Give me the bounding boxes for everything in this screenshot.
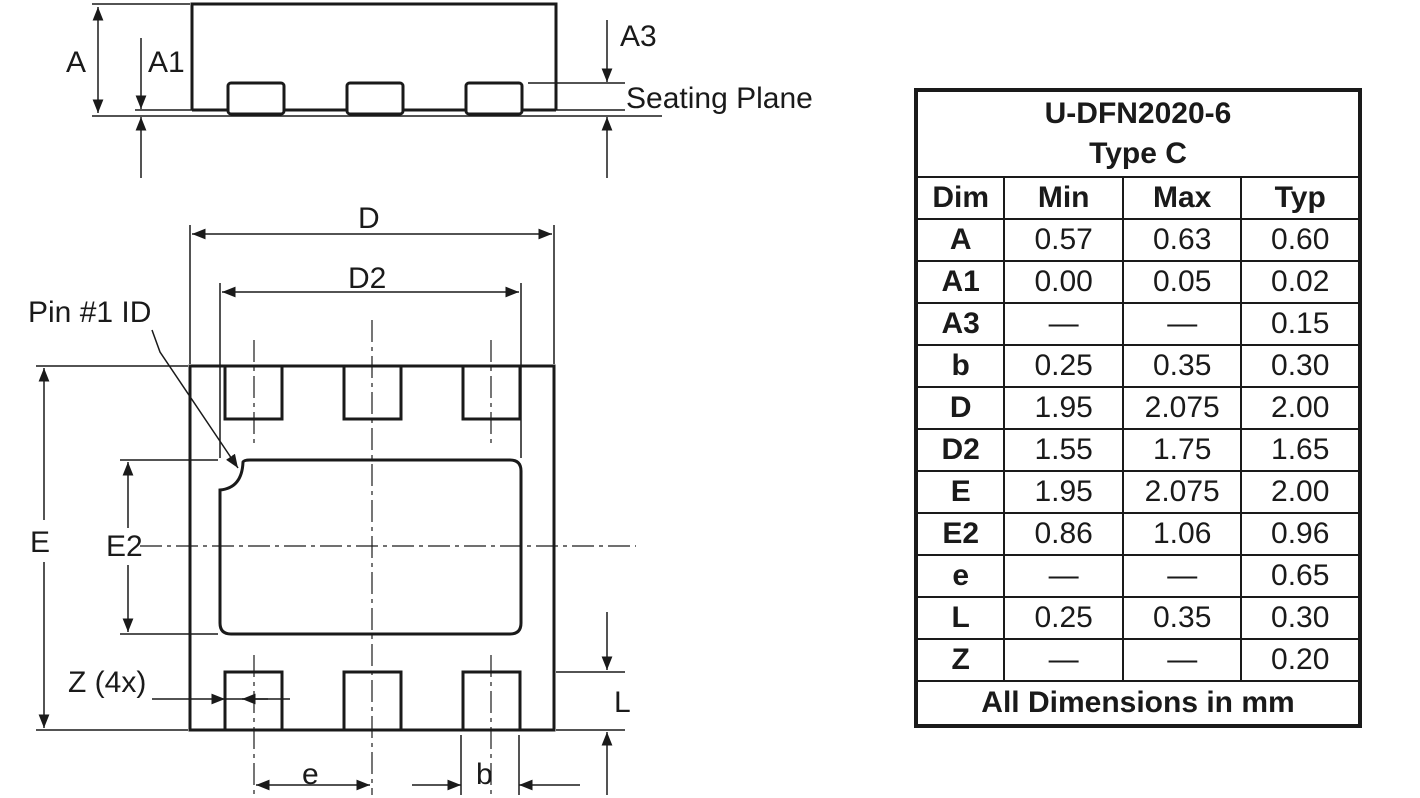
cell-typ: 1.65 <box>1240 428 1361 472</box>
cell-typ: 0.65 <box>1240 554 1361 598</box>
label-pin1-id: Pin #1 ID <box>28 296 151 329</box>
cell-typ: 0.96 <box>1240 512 1361 556</box>
cell-max: — <box>1121 554 1243 598</box>
cell-typ: 0.02 <box>1240 260 1361 304</box>
cell-min: 1.95 <box>1003 386 1124 430</box>
label-b: b <box>476 758 493 791</box>
cell-max: 0.35 <box>1121 596 1243 640</box>
cell-max: — <box>1121 302 1243 346</box>
cell-typ: 0.60 <box>1240 218 1361 262</box>
table-header-row: Dim Min Max Typ <box>914 176 1361 220</box>
cell-min: 1.55 <box>1003 428 1124 472</box>
cell-typ: 0.30 <box>1240 344 1361 388</box>
exposed-pad <box>218 458 523 636</box>
cell-max: 1.75 <box>1121 428 1243 472</box>
cell-dim: E <box>914 470 1006 514</box>
label-seating-plane: Seating Plane <box>626 82 813 115</box>
cell-min: 0.57 <box>1003 218 1124 262</box>
pin1-leader <box>151 329 239 469</box>
label-D2: D2 <box>348 262 386 295</box>
cell-dim: b <box>914 344 1006 388</box>
side-pad-3 <box>464 81 524 116</box>
table-title: U-DFN2020-6 Type C <box>915 89 1361 178</box>
cell-dim: D <box>914 386 1006 430</box>
cell-typ: 0.15 <box>1240 302 1361 346</box>
cell-dim: E2 <box>914 512 1006 556</box>
cell-min: — <box>1003 302 1124 346</box>
cell-typ: 2.00 <box>1240 386 1361 430</box>
label-A3: A3 <box>620 20 657 53</box>
cell-max: 0.05 <box>1121 260 1243 304</box>
cell-typ: 2.00 <box>1240 470 1361 514</box>
cell-max: 2.075 <box>1121 470 1243 514</box>
cell-dim: D2 <box>914 428 1006 472</box>
cell-max: — <box>1121 638 1243 682</box>
cell-min: 0.25 <box>1003 344 1124 388</box>
cell-min: — <box>1003 638 1124 682</box>
cell-dim: A1 <box>914 260 1006 304</box>
cell-min: — <box>1003 554 1124 598</box>
table-row: e——0.65 <box>914 554 1361 598</box>
label-e: e <box>302 758 319 791</box>
header-dim: Dim <box>914 176 1006 220</box>
side-pad-1 <box>226 81 286 116</box>
cell-max: 2.075 <box>1121 386 1243 430</box>
cell-min: 0.25 <box>1003 596 1124 640</box>
cell-dim: Z <box>914 638 1006 682</box>
header-max: Max <box>1121 176 1243 220</box>
label-A: A <box>66 46 86 79</box>
cell-min: 0.86 <box>1003 512 1124 556</box>
side-view <box>92 2 662 178</box>
table-row: Z——0.20 <box>914 638 1361 682</box>
cell-dim: L <box>914 596 1006 640</box>
table-title-line1: U-DFN2020-6 <box>1044 97 1232 130</box>
header-min: Min <box>1003 176 1124 220</box>
header-typ: Typ <box>1240 176 1361 220</box>
label-E2: E2 <box>106 530 143 563</box>
cell-dim: e <box>914 554 1006 598</box>
label-D: D <box>358 202 380 235</box>
cell-min: 0.00 <box>1003 260 1124 304</box>
cell-max: 1.06 <box>1121 512 1243 556</box>
cell-min: 1.95 <box>1003 470 1124 514</box>
table-title-line2: Type C <box>1089 137 1187 170</box>
cell-dim: A <box>914 218 1006 262</box>
cell-dim: A3 <box>914 302 1006 346</box>
label-Z: Z (4x) <box>68 666 146 699</box>
cell-max: 0.63 <box>1121 218 1243 262</box>
cell-max: 0.35 <box>1121 344 1243 388</box>
label-E: E <box>30 526 50 559</box>
table-footer: All Dimensions in mm <box>915 680 1361 727</box>
label-L: L <box>614 686 631 719</box>
top-view <box>36 225 636 795</box>
cell-typ: 0.20 <box>1240 638 1361 682</box>
table-row: A3——0.15 <box>914 302 1361 346</box>
label-A1: A1 <box>148 46 185 79</box>
side-pad-2 <box>345 81 405 116</box>
cell-typ: 0.30 <box>1240 596 1361 640</box>
package-drawing: A A1 A3 Seating Plane D D2 Pin #1 ID E E… <box>28 2 813 795</box>
